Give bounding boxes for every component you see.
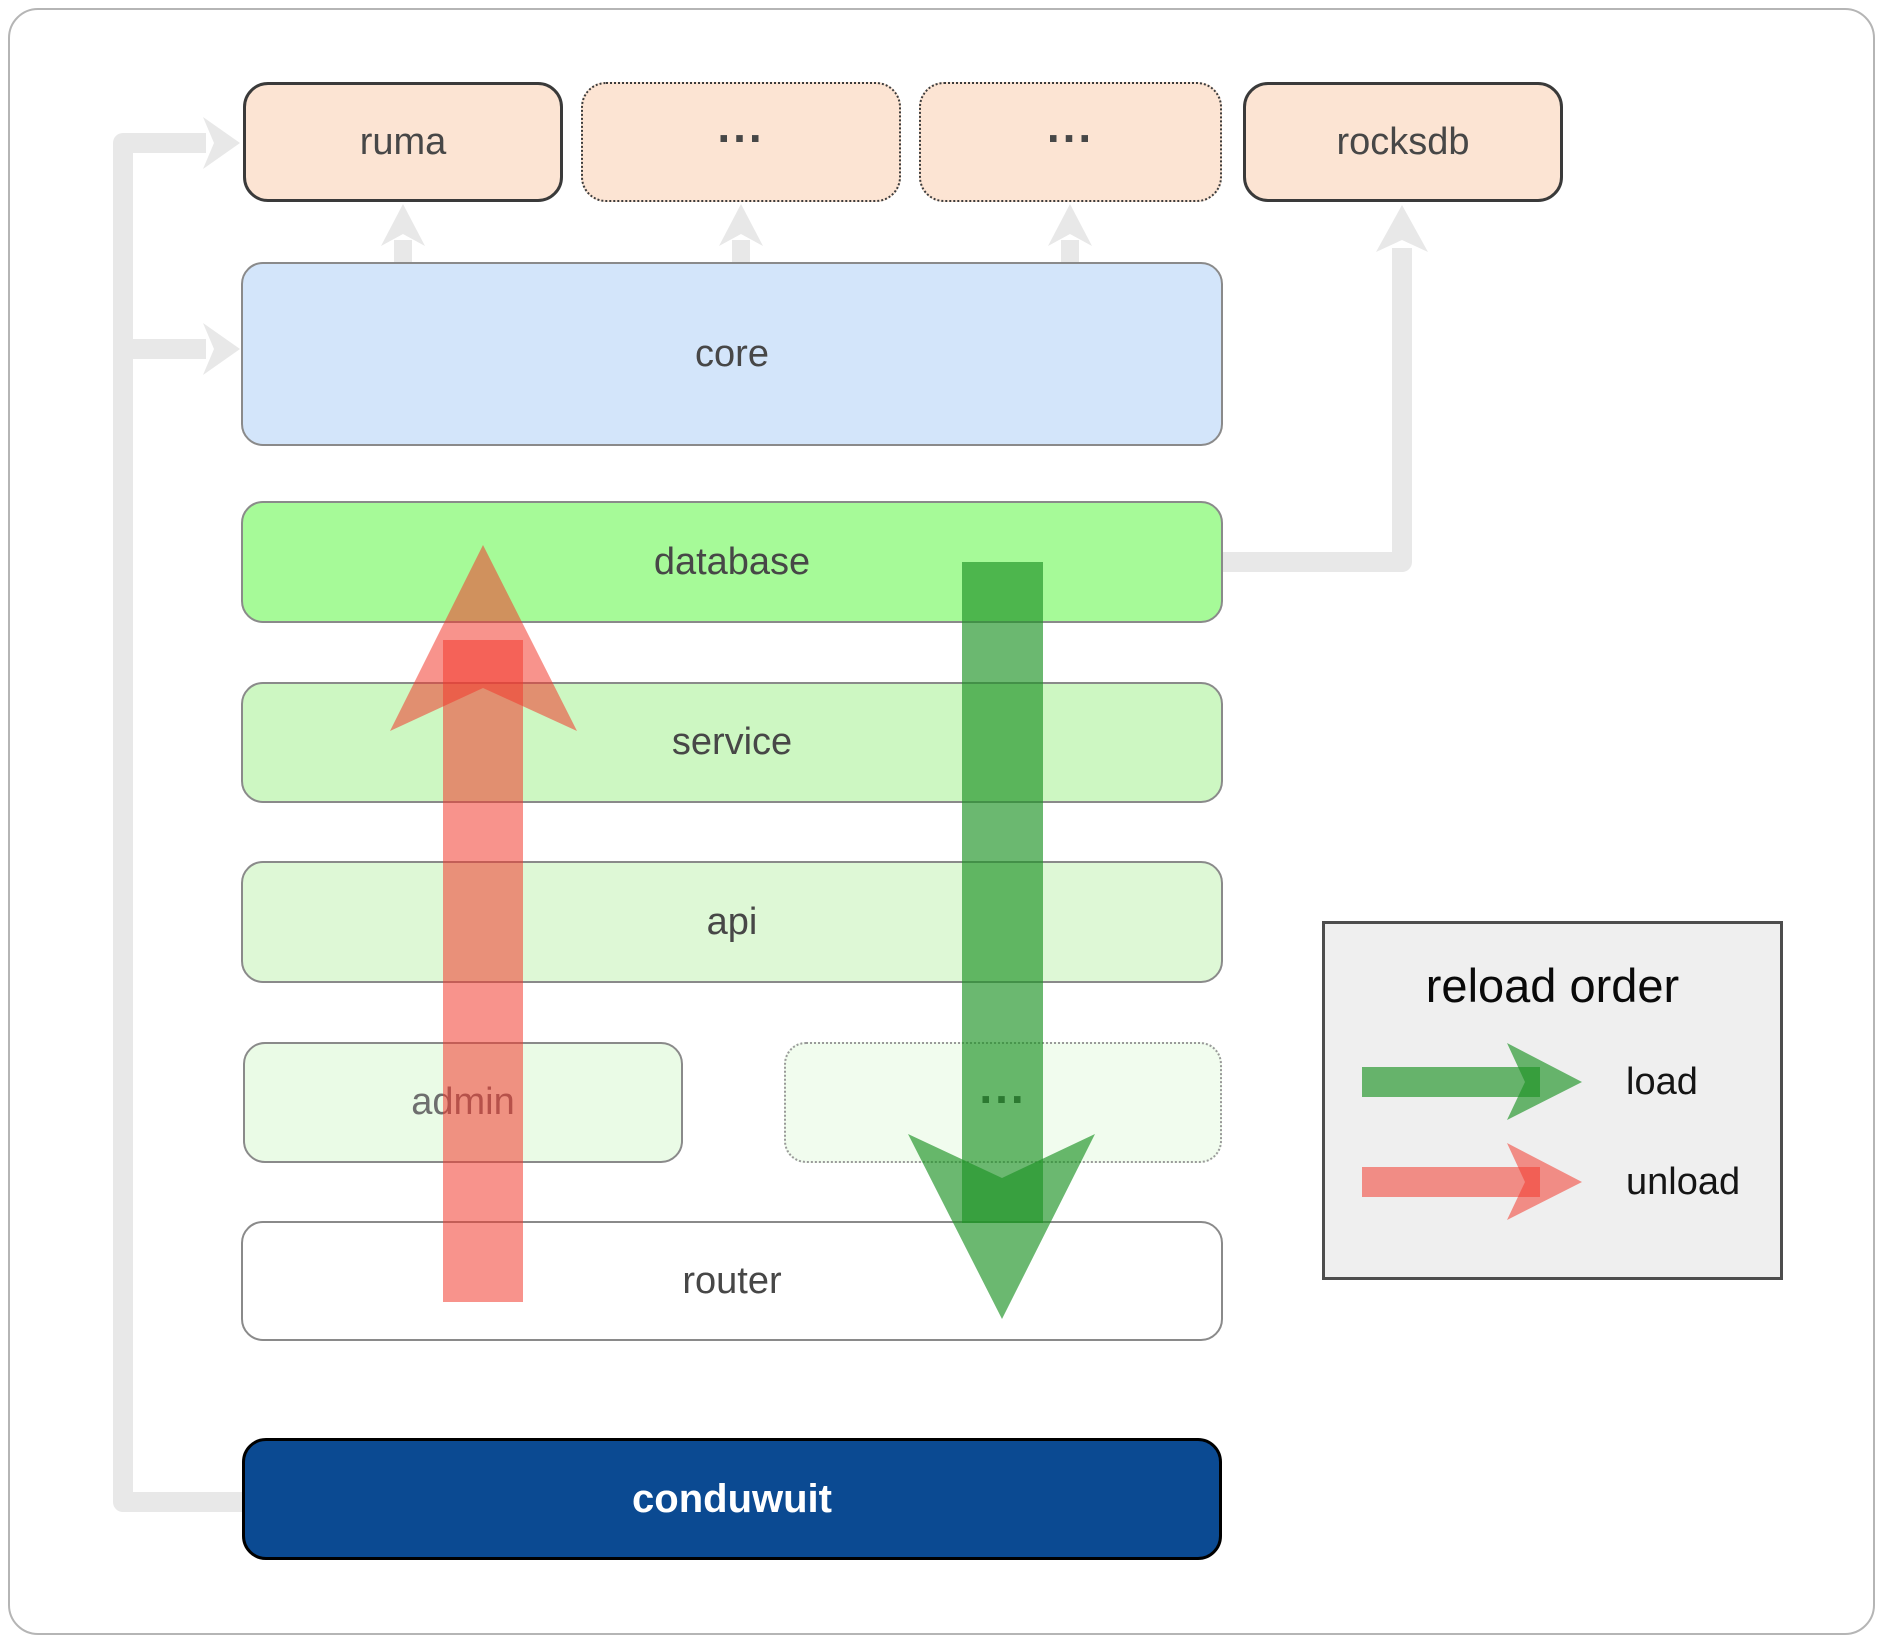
diagram-frame [8, 8, 1875, 1635]
legend-unload-label: unload [1626, 1161, 1741, 1203]
box-conduwuit: conduwuit [242, 1438, 1222, 1560]
box-router: router [241, 1221, 1223, 1341]
box-ellipsis-top-2: ... [919, 82, 1222, 202]
box-ruma-label: ruma [359, 120, 447, 163]
box-conduwuit-label: conduwuit [632, 1476, 832, 1521]
box-api: api [241, 861, 1223, 983]
legend-load-label: load [1626, 1061, 1698, 1103]
box-ellipsis-top-2-label: ... [1046, 99, 1095, 152]
box-router-label: router [682, 1259, 782, 1302]
box-api-label: api [706, 900, 758, 943]
box-ellipsis-top-1-label: ... [717, 99, 765, 152]
box-database-label: database [653, 540, 811, 583]
legend: reload order [1322, 921, 1783, 1280]
box-ruma: ruma [243, 82, 563, 202]
box-admin: admin [243, 1042, 683, 1163]
box-database: database [241, 501, 1223, 623]
box-ellipsis-admin-label: ... [979, 1060, 1027, 1113]
box-core-label: core [695, 332, 769, 375]
box-core: core [241, 262, 1223, 446]
box-service-label: service [671, 721, 793, 763]
box-service: service [241, 682, 1223, 803]
box-admin-label: admin [411, 1081, 515, 1123]
box-ellipsis-top-1: ... [581, 82, 901, 202]
box-ellipsis-admin: ... [784, 1042, 1222, 1163]
box-rocksdb: rocksdb [1243, 82, 1563, 202]
box-rocksdb-label: rocksdb [1336, 120, 1470, 163]
legend-title: reload order [1425, 959, 1680, 1012]
